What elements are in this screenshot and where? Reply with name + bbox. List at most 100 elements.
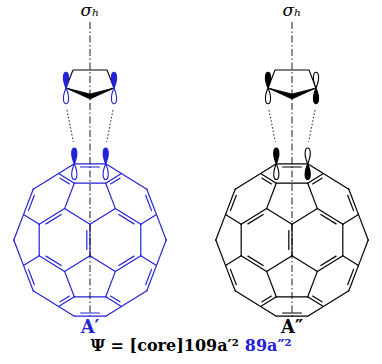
overlap-line xyxy=(309,110,315,142)
carbon-bond xyxy=(115,209,140,225)
double-bond xyxy=(321,214,336,223)
double-bond xyxy=(230,195,236,210)
carbon-bond xyxy=(121,173,146,189)
carbon-bond xyxy=(241,209,266,225)
carbon-bond xyxy=(14,215,24,240)
p-orbital-lobe xyxy=(274,164,279,180)
carbon-bond xyxy=(261,307,277,317)
double-bond xyxy=(119,214,134,223)
p-orbital-lobe xyxy=(63,88,68,104)
carbon-bond xyxy=(317,256,342,272)
double-bond xyxy=(146,269,152,284)
wavefunction-text: Ψ = [core]109a′² xyxy=(90,337,238,355)
carbon-bond xyxy=(225,215,241,225)
double-bond xyxy=(60,296,69,302)
carbon-bond xyxy=(106,297,122,307)
carbon-bond xyxy=(308,183,318,208)
overlap-line xyxy=(107,110,113,142)
carbon-bond xyxy=(216,215,226,240)
p-orbital-lobe xyxy=(111,72,116,88)
carbon-bond xyxy=(106,271,116,296)
carbon-bond xyxy=(157,215,167,240)
overlap-line xyxy=(67,110,73,142)
carbon-bond xyxy=(359,240,369,265)
carbon-bond xyxy=(59,297,75,307)
double-bond xyxy=(111,178,120,184)
carbon-bond xyxy=(267,271,277,296)
p-orbital-lobe xyxy=(305,164,310,180)
carbon-bond xyxy=(216,240,226,265)
double-bond xyxy=(81,312,100,313)
double-bond xyxy=(230,269,236,284)
double-bond xyxy=(288,231,289,250)
carbon-bond xyxy=(267,256,292,272)
carbon-bond xyxy=(90,209,115,225)
ring-wedge xyxy=(268,88,316,99)
carbon-bond xyxy=(59,307,75,317)
p-orbital-lobe xyxy=(103,164,108,180)
p-orbital-lobe xyxy=(72,164,77,180)
carbon-bond xyxy=(141,256,157,266)
carbon-bond xyxy=(121,291,146,307)
carbon-bond xyxy=(39,256,64,272)
p-orbital-lobe xyxy=(313,88,318,104)
p-orbital-lobe xyxy=(265,88,270,104)
carbon-bond xyxy=(323,291,348,307)
double-bond xyxy=(321,256,336,265)
ring-fragment xyxy=(66,70,114,97)
symmetry-plane-label: σₕ xyxy=(81,1,100,20)
carbon-bond xyxy=(292,209,317,225)
carbon-bond xyxy=(308,297,324,307)
carbon-bond xyxy=(317,209,342,225)
wavefunction-row: Ψ = [core]109a′² 89a″² xyxy=(0,337,382,355)
carbon-bond xyxy=(115,256,140,272)
double-bond xyxy=(262,296,271,302)
carbon-bond xyxy=(141,215,157,225)
double-bond xyxy=(283,312,302,313)
carbon-bond xyxy=(23,215,39,225)
carbon-bond xyxy=(23,256,39,266)
carbon-bond xyxy=(261,297,277,307)
double-bond xyxy=(348,195,354,210)
symmetry-axis xyxy=(90,22,91,316)
double-bond xyxy=(248,214,263,223)
double-bond xyxy=(46,214,61,223)
double-bond xyxy=(119,256,134,265)
carbon-bond xyxy=(267,209,292,225)
carbon-bond xyxy=(343,215,359,225)
carbon-bond xyxy=(308,271,318,296)
p-orbital-lobe xyxy=(103,148,108,164)
irrep-label: A′ xyxy=(81,317,100,337)
carbon-bond xyxy=(267,183,277,208)
carbon-bond xyxy=(323,173,348,189)
carbon-bond xyxy=(276,183,307,184)
double-bond xyxy=(146,195,152,210)
carbon-bond xyxy=(106,183,116,208)
carbon-bond xyxy=(65,271,75,296)
p-orbital-lobe xyxy=(265,72,270,88)
overlap-line xyxy=(269,110,275,142)
carbon-bond xyxy=(225,256,241,266)
ring-wedge xyxy=(66,88,114,99)
carbon-bond xyxy=(33,291,58,307)
double-bond xyxy=(60,178,69,184)
ring-fragment xyxy=(268,70,316,97)
carbon-bond xyxy=(359,215,369,240)
carbon-bond xyxy=(343,256,359,266)
carbon-bond xyxy=(235,291,260,307)
occupied-orbital-text: 89a″² xyxy=(245,337,292,355)
double-bond xyxy=(348,269,354,284)
carbon-bond xyxy=(106,307,122,317)
carbon-bond xyxy=(308,307,324,317)
symmetry-axis xyxy=(292,22,293,316)
p-orbital-lobe xyxy=(63,72,68,88)
irrep-label: A″ xyxy=(281,317,303,337)
double-bond xyxy=(46,256,61,265)
carbon-bond xyxy=(292,256,317,272)
carbon-bond xyxy=(39,224,40,255)
p-orbital-lobe xyxy=(274,148,279,164)
double-bond xyxy=(313,296,322,302)
p-orbital-lobe xyxy=(72,148,77,164)
